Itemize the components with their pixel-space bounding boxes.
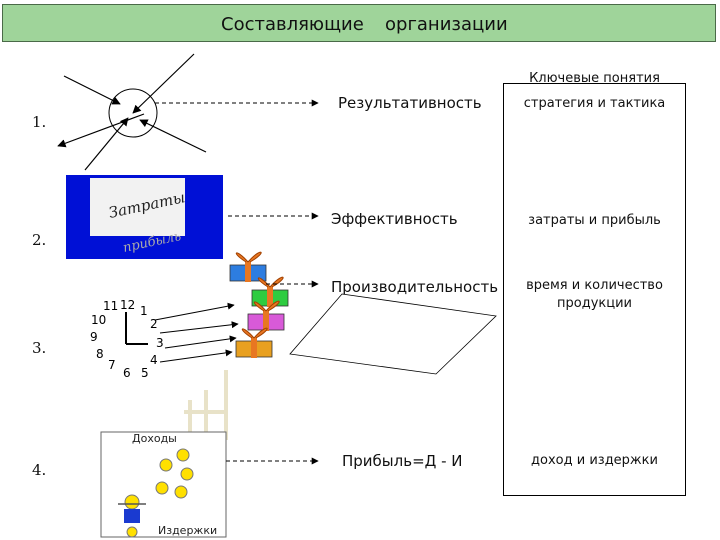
results-target-image — [57, 53, 207, 171]
key-concept-4: доход и издержки — [531, 453, 658, 468]
clock-number-8: 8 — [96, 347, 104, 361]
clock-number-2: 2 — [150, 317, 158, 331]
row-number-2: 2. — [32, 231, 47, 249]
clock-number-10: 10 — [91, 313, 106, 327]
gift-box — [247, 300, 285, 331]
key-concept-1: стратегия и тактика — [523, 96, 666, 111]
concept-efficiency: Эффективность — [331, 210, 458, 228]
clock-number-11: 11 — [103, 299, 118, 313]
row-number-1: 1. — [32, 113, 47, 131]
title-word-2: организации — [385, 14, 508, 35]
clock-number-1: 1 — [140, 304, 148, 318]
clock-number-5: 5 — [141, 366, 149, 380]
productivity-plane — [289, 293, 497, 375]
gift-box — [235, 327, 273, 358]
key-concept-2: затраты и прибыль — [528, 213, 661, 228]
title-word-1: Составляющие — [221, 14, 364, 35]
target-circle — [108, 88, 158, 138]
key-concept-3: время и количество продукции — [526, 278, 663, 311]
clock-number-3: 3 — [156, 336, 164, 350]
clock-image: 11 12 1 10 2 9 3 8 4 7 6 5 — [90, 298, 239, 380]
row-number-3: 3. — [32, 339, 47, 357]
expenses-label: Издержки — [158, 524, 217, 537]
clock-number-4: 4 — [150, 353, 158, 367]
income-image: Доходы Издержки — [100, 431, 227, 538]
row-number-4: 4. — [32, 461, 47, 479]
gift-boxes-image — [229, 251, 289, 358]
concept-profit: Прибыль=Д - И — [342, 452, 463, 470]
person-figure — [118, 494, 146, 538]
gift-box — [229, 251, 267, 282]
efficiency-image: Затраты прибыль — [66, 175, 223, 259]
clock-number-9: 9 — [90, 330, 98, 344]
title-bar — [2, 4, 716, 42]
income-label: Доходы — [132, 432, 177, 445]
clock-number-7: 7 — [108, 358, 116, 372]
concept-arrows — [155, 99, 319, 465]
faint-symbol — [184, 370, 228, 440]
concept-productivity: Производительность — [331, 278, 499, 296]
key-concepts-box — [503, 83, 686, 496]
clock-number-6: 6 — [123, 366, 131, 380]
key-concepts-header: Ключевые понятия — [529, 71, 660, 86]
clock-number-12: 12 — [120, 298, 135, 312]
coins — [155, 448, 194, 499]
concept-results: Результативность — [338, 94, 482, 112]
